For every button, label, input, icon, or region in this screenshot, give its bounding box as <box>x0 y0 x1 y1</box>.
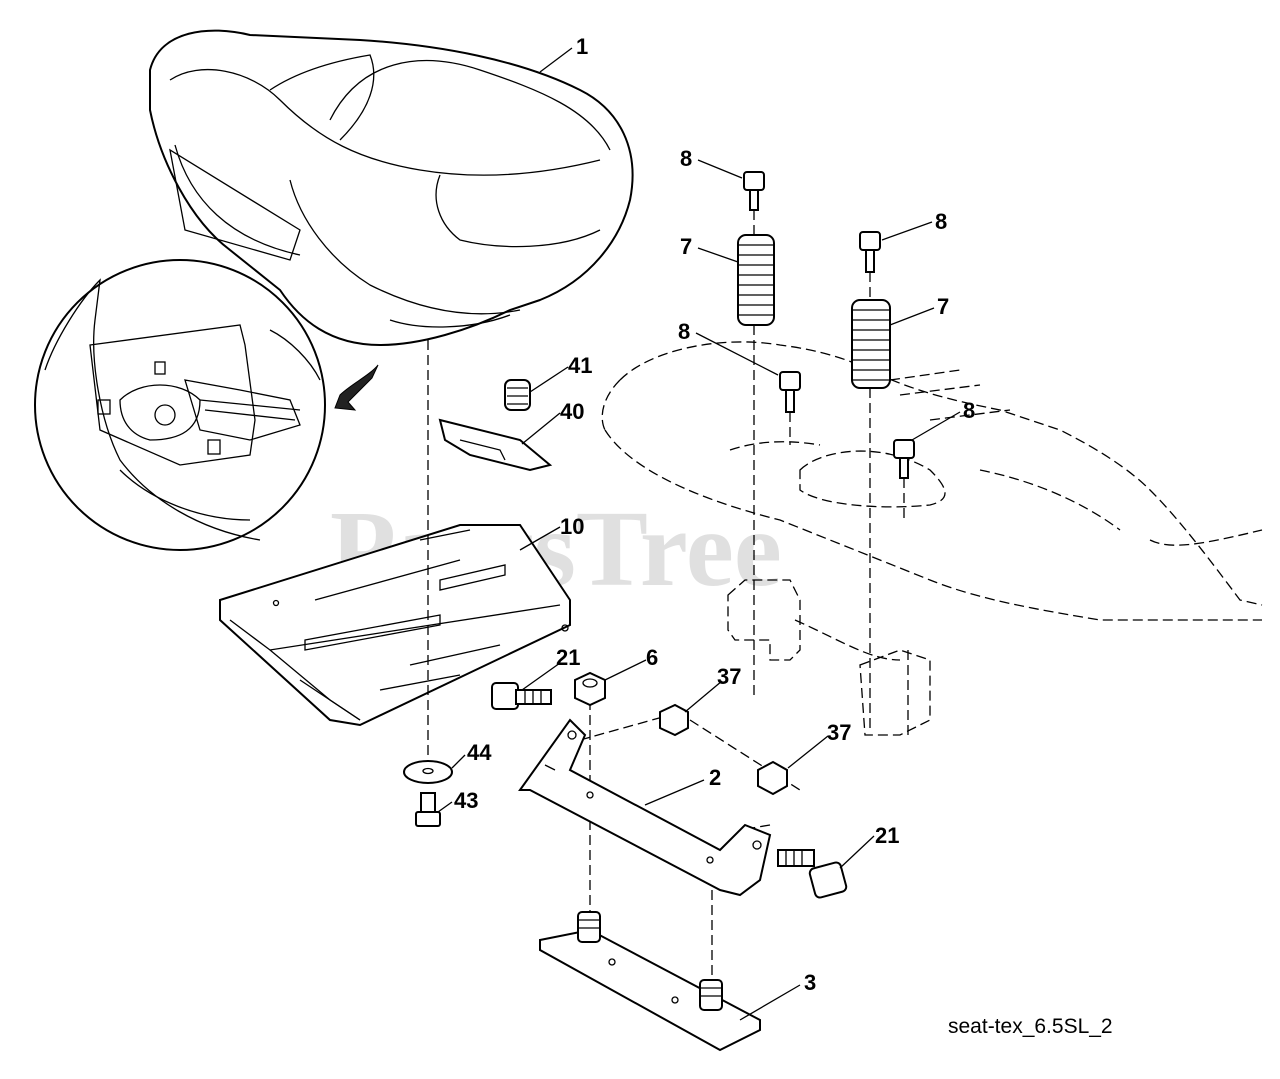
callout-10: 10 <box>560 514 584 539</box>
callout-7-a: 7 <box>680 234 692 259</box>
callout-44: 44 <box>467 740 492 765</box>
base-plate-part-3 <box>539 911 761 1052</box>
callout-2: 2 <box>709 765 721 790</box>
detail-view-circle <box>34 259 379 551</box>
seat-pan-part-10 <box>219 524 571 727</box>
bolt-part-21-left <box>491 682 552 710</box>
callout-21-b: 21 <box>875 823 899 848</box>
callout-labels: 1 8 8 8 8 7 7 41 40 10 21 6 37 37 44 43 … <box>454 34 975 995</box>
callout-8-d: 8 <box>963 398 975 423</box>
bolt-part-8-d <box>893 439 915 479</box>
callout-6: 6 <box>646 645 658 670</box>
nut-part-37-lower <box>757 760 788 796</box>
nut-part-6 <box>574 671 606 707</box>
spring-part-7-left <box>737 234 775 326</box>
callout-43: 43 <box>454 788 478 813</box>
callout-41: 41 <box>568 353 592 378</box>
washer-part-44 <box>403 760 453 784</box>
callout-40: 40 <box>560 399 584 424</box>
leader-lines <box>437 47 961 1021</box>
spring-part-41 <box>504 379 531 411</box>
bolt-part-8-c <box>779 371 801 413</box>
bolt-part-21-right <box>777 849 848 899</box>
nut-part-37-upper <box>659 703 689 737</box>
switch-part-40 <box>438 418 553 472</box>
callout-3: 3 <box>804 970 816 995</box>
callout-8-c: 8 <box>678 319 690 344</box>
callout-21-a: 21 <box>556 645 580 670</box>
callout-8-a: 8 <box>680 146 692 171</box>
bolt-part-8-a <box>743 171 765 211</box>
bolt-part-43 <box>415 792 441 827</box>
drawing-code: seat-tex_6.5SL_2 <box>948 1015 1113 1038</box>
callout-7-b: 7 <box>937 294 949 319</box>
callout-1: 1 <box>576 34 588 59</box>
callout-37-a: 37 <box>717 664 741 689</box>
seat-bracket-part-2 <box>518 718 772 897</box>
tractor-fender-outline <box>601 341 1263 736</box>
bolt-part-8-b <box>859 231 881 273</box>
callout-37-b: 37 <box>827 720 851 745</box>
spring-part-7-right <box>851 299 891 389</box>
callout-8-b: 8 <box>935 209 947 234</box>
seat-part-1 <box>149 29 634 347</box>
